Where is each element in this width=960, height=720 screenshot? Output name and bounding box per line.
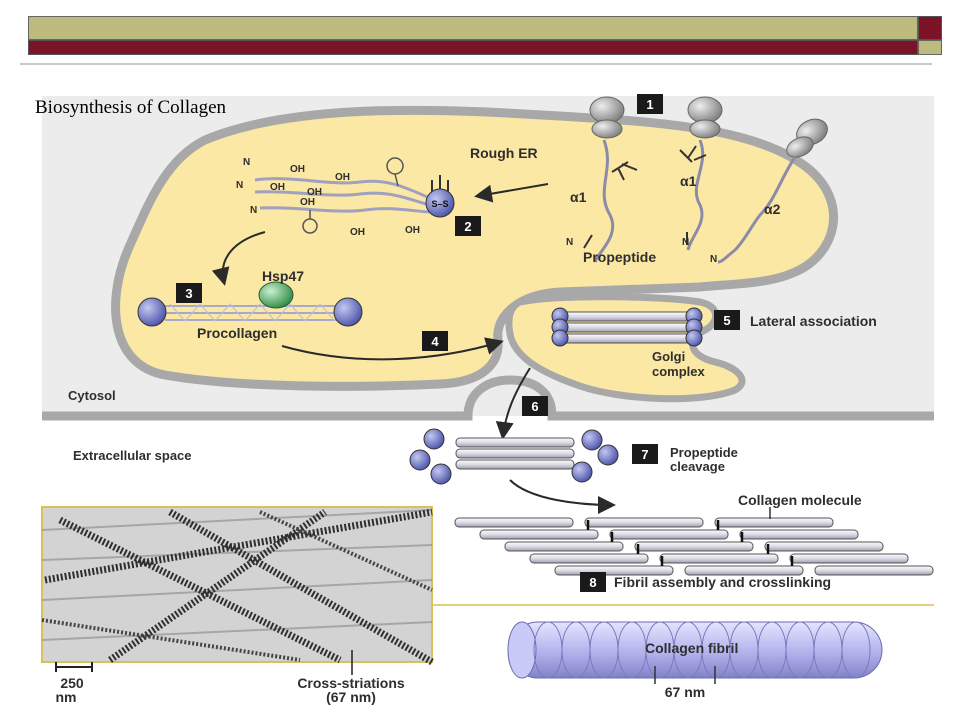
ribosome-icon <box>589 96 625 139</box>
svg-text:3: 3 <box>185 286 192 301</box>
svg-text:1: 1 <box>646 97 653 112</box>
label-lateral-association: Lateral association <box>750 313 877 329</box>
svg-text:4: 4 <box>431 334 439 349</box>
propeptide-cleavage-molecules <box>409 428 619 485</box>
alpha1-chain-b <box>686 139 705 251</box>
svg-text:N: N <box>236 180 243 191</box>
triple-helix-formation <box>254 157 449 234</box>
electron-micrograph <box>41 506 434 666</box>
svg-text:8: 8 <box>589 575 596 590</box>
header-bar-maroon <box>28 40 918 55</box>
label-alpha2: α2 <box>764 201 781 217</box>
step-7-badge: 7 <box>632 444 658 464</box>
golgi-laterally-associated-molecules <box>551 307 703 347</box>
arrow-icon <box>281 337 504 361</box>
header-corner-olive <box>918 40 942 55</box>
step-4-badge: 4 <box>422 331 448 351</box>
step-3-badge: 3 <box>176 283 202 303</box>
svg-text:OH: OH <box>270 182 285 193</box>
label-alpha1-b: α1 <box>680 173 697 189</box>
svg-text:OH: OH <box>300 197 315 208</box>
label-fibril-assembly: Fibril assembly and crosslinking <box>614 574 831 590</box>
svg-text:OH: OH <box>350 227 365 238</box>
label-extracellular-space: Extracellular space <box>73 448 192 463</box>
label-collagen-molecule: Collagen molecule <box>738 492 862 508</box>
svg-text:N: N <box>710 254 717 265</box>
plasma-membrane <box>42 375 934 421</box>
svg-text:N: N <box>250 205 257 216</box>
svg-text:5: 5 <box>723 313 730 328</box>
svg-text:6: 6 <box>531 399 538 414</box>
step-8-badge: 8 <box>580 572 606 592</box>
arrow-icon <box>495 367 531 440</box>
svg-text:S–S: S–S <box>431 199 448 209</box>
step-2-badge: 2 <box>455 216 481 236</box>
slide-title: Biosynthesis of Collagen <box>35 97 227 118</box>
label-hsp47: Hsp47 <box>262 268 304 284</box>
svg-text:OH: OH <box>290 164 305 175</box>
ribosome-icon <box>687 96 723 139</box>
label-scale-value: 250 <box>60 675 84 691</box>
step-6-badge: 6 <box>522 396 548 416</box>
fibril-band <box>841 621 871 679</box>
collagen-fibril <box>507 621 883 679</box>
arrow-icon <box>211 231 266 286</box>
arrow-icon <box>509 479 616 514</box>
alpha1-chain-a <box>593 139 615 263</box>
svg-text:7: 7 <box>641 447 648 462</box>
label-procollagen: Procollagen <box>197 325 277 341</box>
procollagen-molecule <box>137 297 363 327</box>
step-5-badge: 5 <box>714 310 740 330</box>
label-scale-unit: nm <box>56 689 77 705</box>
label-rough-er: Rough ER <box>470 145 538 161</box>
golgi-membrane <box>505 293 746 403</box>
header-corner-maroon <box>918 16 942 40</box>
label-propeptide-cleavage-line2: cleavage <box>670 459 725 474</box>
svg-text:N: N <box>682 237 689 248</box>
label-cross-striations-line1: Cross-striations <box>297 675 405 691</box>
svg-text:2: 2 <box>464 219 471 234</box>
label-alpha1-a: α1 <box>570 189 587 205</box>
label-cross-striations-line2: (67 nm) <box>326 689 376 705</box>
header-bar-olive <box>28 16 918 40</box>
label-cytosol: Cytosol <box>68 388 116 403</box>
label-propeptide-cleavage-line1: Propeptide <box>670 445 738 460</box>
label-fibril-spacing: 67 nm <box>665 684 705 700</box>
label-golgi-line1: Golgi <box>652 349 685 364</box>
svg-text:N: N <box>566 237 573 248</box>
svg-text:N: N <box>243 157 250 168</box>
disulfide-bond-icon: S–S <box>425 188 455 218</box>
arrow-icon <box>474 183 549 203</box>
hsp47-icon <box>258 281 294 309</box>
label-propeptide: Propeptide <box>583 249 656 265</box>
label-collagen-fibril: Collagen fibril <box>645 640 738 656</box>
svg-text:OH: OH <box>307 187 322 198</box>
step-1-badge: 1 <box>637 94 663 114</box>
label-golgi-line2: complex <box>652 364 706 379</box>
ribosome-icon <box>786 118 828 158</box>
svg-text:OH: OH <box>335 172 350 183</box>
header-rule <box>20 63 932 65</box>
fibril-assembly-molecules <box>454 517 934 576</box>
svg-text:OH: OH <box>405 225 420 236</box>
alpha2-chain <box>717 156 797 264</box>
